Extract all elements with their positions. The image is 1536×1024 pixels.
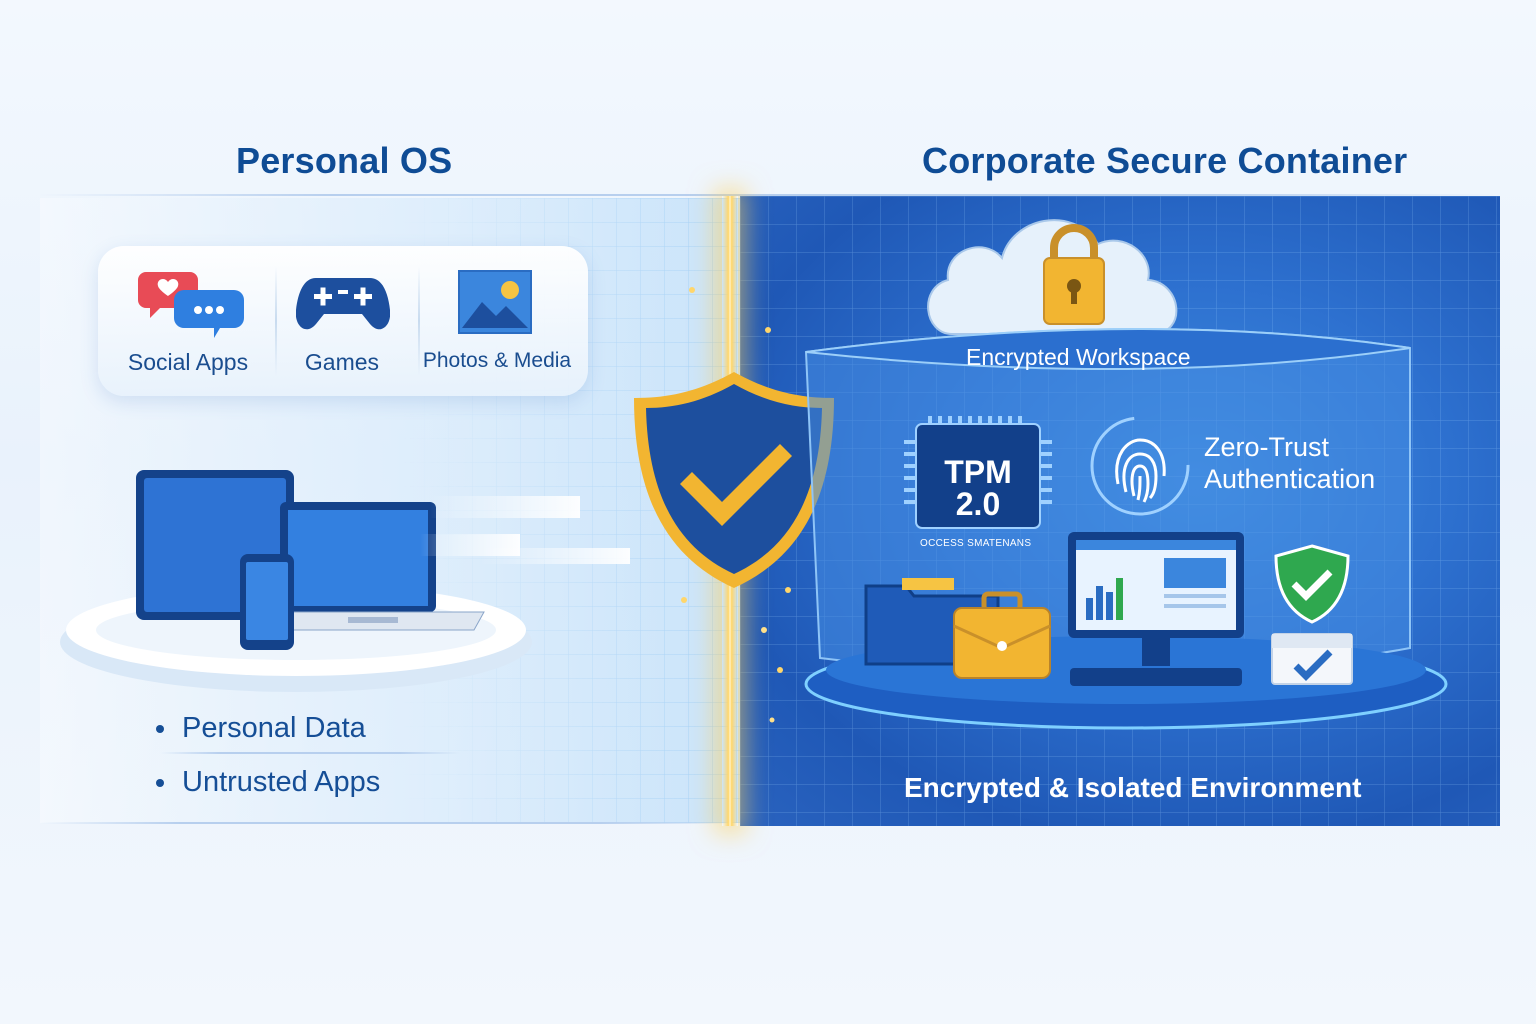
photo-icon	[458, 270, 532, 334]
tpm-label-line2: 2.0	[955, 486, 1001, 522]
briefcase-icon	[953, 591, 1051, 679]
app-label-games: Games	[304, 349, 380, 375]
bullet-personal-data: Personal Data	[156, 712, 366, 745]
tpm-label-line1: TPM	[944, 454, 1012, 490]
corporate-container-title: Corporate Secure Container	[922, 140, 1408, 181]
app-label-photos: Photos & Media	[422, 349, 572, 372]
app-label-social: Social Apps	[127, 349, 249, 375]
shield-check-icon	[634, 372, 834, 588]
bullet-text: Untrusted Apps	[182, 766, 381, 798]
chat-bubbles-icon	[138, 272, 244, 338]
bullet-text: Personal Data	[182, 712, 366, 744]
bullet-dot	[156, 725, 164, 734]
personal-os-title: Personal OS	[236, 140, 453, 181]
app-divider	[275, 266, 277, 376]
cloud-lock-icon	[927, 219, 1178, 335]
data-arrow	[430, 496, 580, 518]
header-divider	[40, 194, 1500, 196]
app-divider	[418, 266, 420, 376]
devices-illustration	[60, 470, 532, 692]
gamepad-icon	[296, 278, 390, 330]
footer-divider	[40, 822, 740, 824]
zero-trust-label-line2: Authentication	[1204, 464, 1376, 494]
green-shield-icon	[1274, 544, 1350, 624]
bullet-dot	[156, 779, 164, 788]
data-arrow	[480, 548, 630, 564]
fingerprint-icon	[1090, 416, 1190, 516]
checked-card-icon	[1271, 633, 1353, 685]
tpm-caption: OCCESS SMATENANS	[920, 538, 1032, 549]
dashboard-monitor-icon	[1068, 532, 1244, 686]
environment-label: Encrypted & Isolated Environment	[904, 772, 1362, 803]
bullet-divider	[160, 752, 460, 754]
bullet-untrusted-apps: Untrusted Apps	[156, 766, 380, 799]
zero-trust-label-line1: Zero-Trust	[1204, 432, 1330, 462]
tpm-chip-icon	[904, 416, 1052, 529]
encrypted-workspace-label: Encrypted Workspace	[966, 344, 1191, 370]
